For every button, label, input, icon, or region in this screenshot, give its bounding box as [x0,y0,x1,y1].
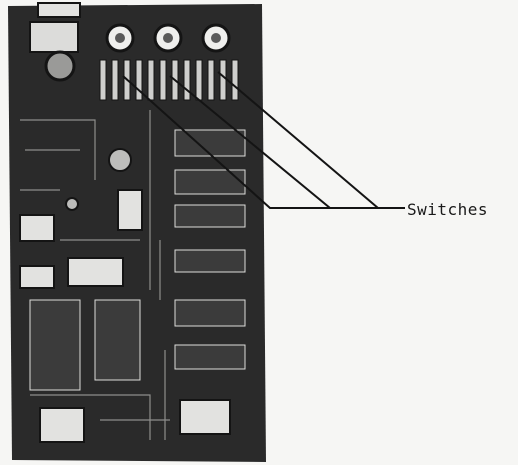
trim-potentiometer [44,50,76,82]
rotary-switch-icon [105,23,135,53]
connector-block [29,21,79,53]
top-connector [37,2,81,18]
electrolytic-capacitor [108,148,132,172]
switches-callout-lines [122,71,405,209]
rotary-switch-icon [153,23,183,53]
circuit-traces [20,110,170,440]
light-components [19,189,231,443]
switches-label: Switches [407,200,489,219]
small-capacitor [65,197,79,211]
ic-chips [29,129,246,391]
rotary-switch-icon [201,23,231,53]
resistor-bank [99,59,239,101]
